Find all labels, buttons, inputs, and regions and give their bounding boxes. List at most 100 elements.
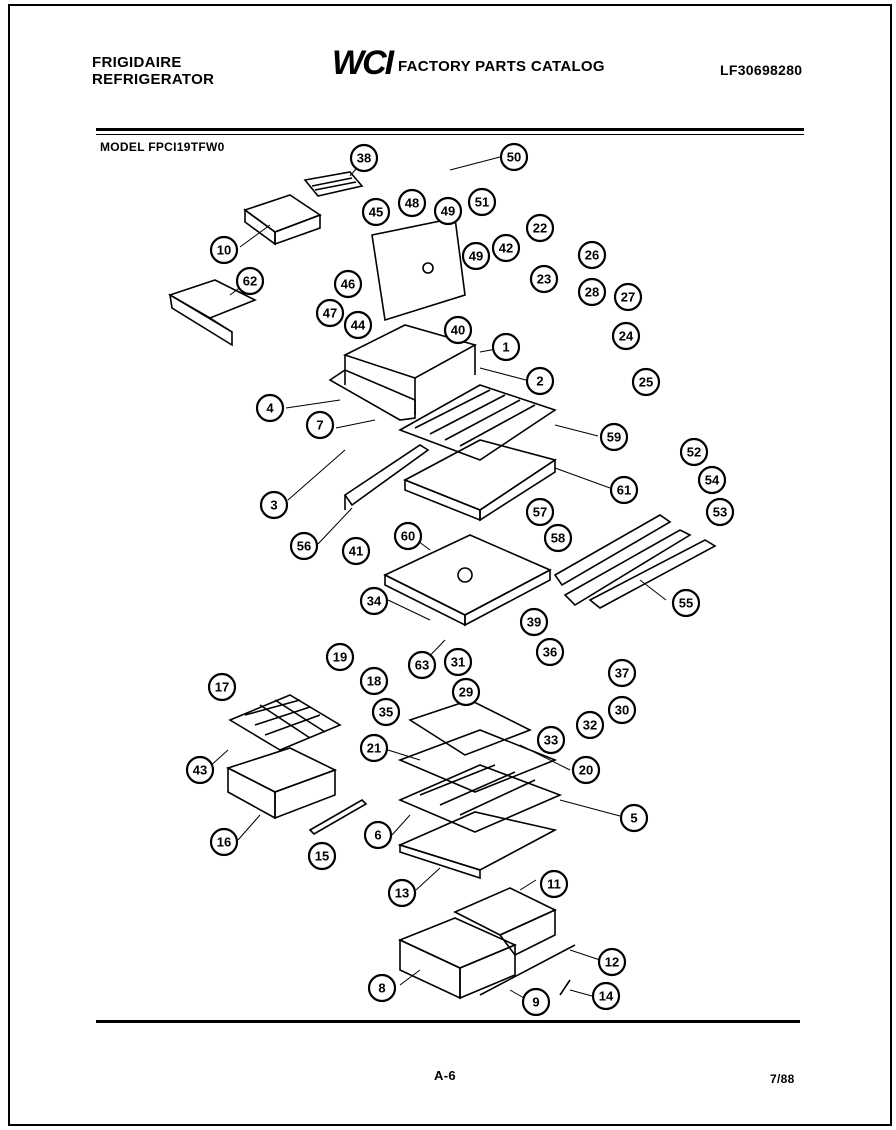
callout-circle [361, 197, 391, 227]
callout-number: 49 [441, 204, 455, 219]
callout-number: 18 [367, 674, 381, 689]
callout-circle [433, 196, 463, 226]
callout-circle [371, 697, 401, 727]
callout-circle [359, 586, 389, 616]
callout-number: 13 [395, 886, 409, 901]
callout-number: 10 [217, 243, 231, 258]
callout-circle [305, 410, 335, 440]
callout-number: 4 [266, 401, 274, 416]
callout-circle [529, 264, 559, 294]
part-drawers-8-11 [397, 887, 557, 1000]
catalog-number: LF30698280 [720, 62, 803, 78]
callout-circle [571, 755, 601, 785]
part-drawer-16 [225, 747, 338, 820]
callout-number: 59 [607, 430, 621, 445]
callout-number: 36 [543, 645, 557, 660]
callout-number: 61 [617, 483, 631, 498]
callout-circle [349, 143, 379, 173]
part-grille-38 [303, 171, 364, 197]
callout-number: 51 [475, 195, 489, 210]
wci-logo: WCI [332, 44, 394, 82]
callout-circle [289, 531, 319, 561]
callout-number: 35 [379, 705, 393, 720]
page-number: A-6 [434, 1068, 456, 1083]
callout-number: 46 [341, 277, 355, 292]
callout-number: 25 [639, 375, 653, 390]
callout-circle [591, 981, 621, 1011]
callout-circle [341, 536, 371, 566]
callout-circle [393, 521, 423, 551]
callout-circle [491, 332, 521, 362]
callout-circle [613, 282, 643, 312]
callout-number: 42 [499, 241, 513, 256]
callout-circle [397, 188, 427, 218]
header-rule [96, 128, 804, 131]
callout-number: 39 [527, 615, 541, 630]
callout-circle [307, 841, 337, 871]
callout-number: 62 [243, 274, 257, 289]
callout-number: 2 [536, 374, 543, 389]
callout-number: 22 [533, 221, 547, 236]
callout-number: 47 [323, 306, 337, 321]
part-shelves-20-21 [397, 699, 563, 833]
revision-date: 7/88 [770, 1072, 795, 1086]
callout-circle [451, 677, 481, 707]
callout-number: 34 [367, 594, 382, 609]
callout-number: 30 [615, 703, 629, 718]
part-cover-13 [397, 811, 558, 880]
callout-circle [577, 240, 607, 270]
callout-circle [185, 755, 215, 785]
callout-circle [535, 637, 565, 667]
callout-circle [255, 393, 285, 423]
callout-number: 1 [502, 340, 509, 355]
callout-circle [607, 658, 637, 688]
callout-circle [367, 973, 397, 1003]
callout-number: 29 [459, 685, 473, 700]
callout-number: 7 [316, 418, 323, 433]
callout-number: 11 [547, 877, 561, 892]
callout-circle [631, 367, 661, 397]
callout-number: 40 [451, 323, 465, 338]
part-rails-55-56 [553, 514, 717, 609]
callout-number: 15 [315, 849, 329, 864]
callout-number: 9 [532, 995, 539, 1010]
callout-number: 57 [533, 505, 547, 520]
callout-circle [491, 233, 521, 263]
callout-circle [577, 277, 607, 307]
footer-rule [96, 1020, 800, 1023]
callout-number: 6 [374, 828, 381, 843]
callout-number: 12 [605, 955, 619, 970]
part-box-10 [243, 194, 322, 246]
callout-circle [359, 666, 389, 696]
callout-circle [325, 642, 355, 672]
callout-number: 63 [415, 658, 429, 673]
callout-number: 19 [333, 650, 347, 665]
callout-circle [343, 310, 373, 340]
callout-number: 24 [619, 329, 634, 344]
part-panel-51 [371, 217, 466, 322]
page-border [8, 4, 892, 1126]
callout-circle [697, 465, 727, 495]
callout-number: 20 [579, 763, 593, 778]
callout-circle [679, 437, 709, 467]
callout-circle [599, 422, 629, 452]
callout-number: 14 [599, 989, 614, 1004]
callout-number: 55 [679, 596, 693, 611]
callout-circle [525, 366, 555, 396]
callout-number: 43 [193, 763, 207, 778]
callout-circle [536, 725, 566, 755]
callout-number: 37 [615, 666, 629, 681]
callout-number: 50 [507, 150, 521, 165]
callout-circle [333, 269, 363, 299]
callout-circle [525, 497, 555, 527]
catalog-title: FACTORY PARTS CATALOG [398, 58, 605, 75]
brand-block: FRIGIDAIRE REFRIGERATOR [92, 54, 214, 88]
callout-circle [543, 523, 573, 553]
callout-circle [207, 672, 237, 702]
callout-circle [519, 607, 549, 637]
callout-number: 44 [351, 318, 366, 333]
callout-circle [609, 475, 639, 505]
callout-circle [619, 803, 649, 833]
callout-number: 8 [378, 981, 385, 996]
callout-circle [407, 650, 437, 680]
